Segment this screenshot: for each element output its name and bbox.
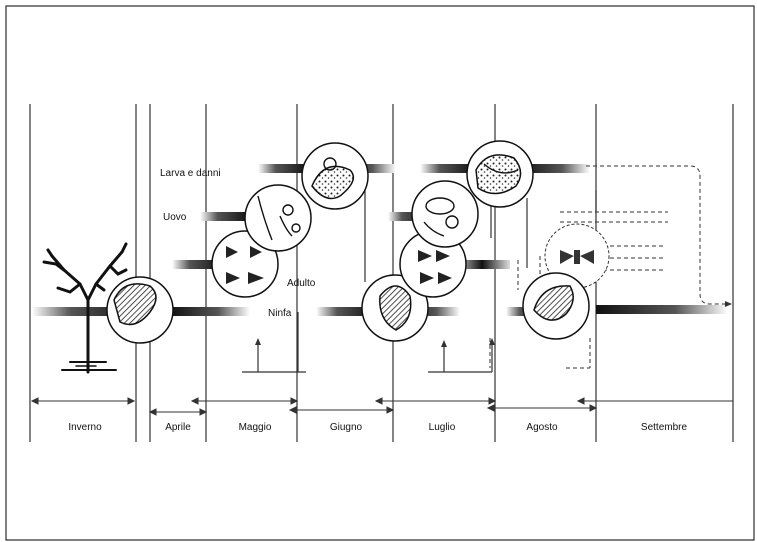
small-arrows <box>255 338 495 347</box>
moth-icon <box>226 246 264 284</box>
month-label: Aprile <box>165 422 191 433</box>
moth-icon <box>560 250 594 264</box>
pupa-bar <box>596 305 728 314</box>
page-frame <box>5 5 755 541</box>
larva-bar <box>258 164 308 173</box>
month-dividers <box>29 104 734 442</box>
moth-circle-august <box>544 223 610 289</box>
pupa-winter-circle <box>106 276 174 344</box>
month-label: Luglio <box>429 422 456 433</box>
egg-cluster-icon <box>257 195 301 241</box>
egg-cluster-icon <box>423 197 459 237</box>
moth-icon <box>418 250 452 284</box>
bare-vine-tree-icon <box>42 242 128 374</box>
pupa-bar <box>400 307 460 316</box>
pupa-circle-august <box>522 272 590 340</box>
month-label: Agosto <box>526 422 558 433</box>
period-arrows <box>30 397 733 416</box>
egg-circle-july <box>411 180 479 248</box>
month-label: Maggio <box>239 422 272 433</box>
stage-label-pupa: Ninfa <box>268 308 292 319</box>
egg-bar <box>200 212 250 221</box>
pupa-icon <box>533 285 574 321</box>
month-label: Settembre <box>641 422 688 433</box>
adult-circle-july <box>399 230 467 298</box>
pupa-bar <box>316 307 376 316</box>
larva-icon <box>311 165 355 200</box>
month-labels: Inverno Aprile Maggio Giugno Luglio Agos… <box>68 422 687 433</box>
larva-icon <box>475 154 522 195</box>
adult-bar <box>172 260 222 269</box>
pupa-icon <box>379 285 412 331</box>
larva-bar <box>420 164 476 173</box>
month-label: Inverno <box>68 422 102 433</box>
stage-label-egg: Uovo <box>163 212 187 223</box>
stage-label-larva: Larva e danni <box>160 168 221 179</box>
adult-bar <box>454 260 510 269</box>
month-label: Giugno <box>330 422 363 433</box>
larva-circle-august <box>466 140 534 208</box>
adult-circle-may <box>211 230 279 298</box>
larva-circle-june <box>301 142 369 210</box>
stage-labels: Larva e danni Uovo Adulto Ninfa <box>160 168 316 319</box>
pupa-icon <box>113 283 157 326</box>
larva-bar <box>520 164 590 173</box>
arrow-head <box>725 301 732 307</box>
stage-label-adult: Adulto <box>287 278 316 289</box>
pupa-bar <box>170 307 250 316</box>
dashed-paths <box>489 165 728 369</box>
egg-bar <box>388 212 428 221</box>
egg-circle-may <box>244 184 312 252</box>
pupa-circle-july <box>361 274 429 342</box>
